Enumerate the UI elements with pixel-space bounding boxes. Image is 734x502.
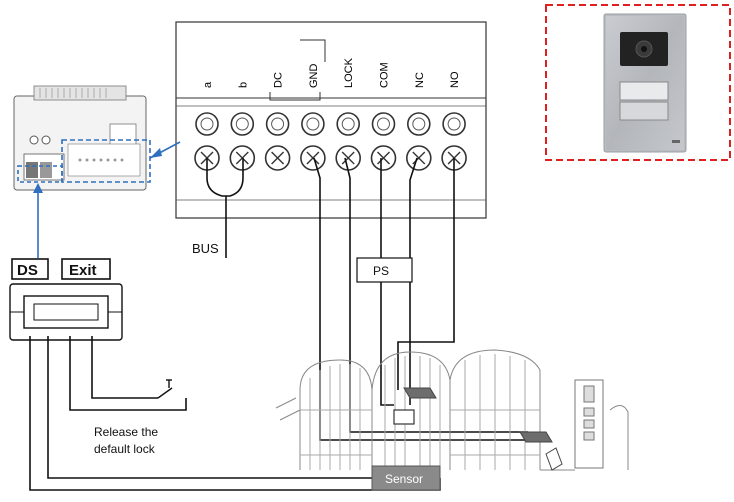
power-supply: PS: [356, 257, 413, 283]
terminal-housing: [175, 21, 487, 219]
ps-label: PS: [373, 264, 389, 278]
lock-wire: [344, 157, 528, 433]
terminal-label-no: NO: [449, 71, 461, 88]
terminal-label-dc: DC: [273, 72, 285, 88]
terminal-block: a b DC GND LOCK COM NC NO: [175, 21, 487, 219]
ds-exit-callout: [17, 165, 63, 183]
terminal-label-b: b: [237, 82, 249, 88]
terminal-socket-inner: [200, 117, 214, 131]
ds-exit-connector: DS Exit: [9, 258, 123, 341]
sensor: Sensor: [371, 465, 441, 491]
exit-label: Exit: [69, 262, 97, 279]
control-module-icon: [13, 85, 147, 191]
latch-icon: [545, 447, 563, 471]
ps-out-wire: [380, 282, 394, 406]
terminal-label-gnd: GND: [308, 64, 320, 89]
exit-wire-1: [91, 336, 158, 399]
screw-slot: [306, 151, 320, 165]
terminal-socket-inner: [271, 117, 285, 131]
push-button-icon: [157, 379, 173, 399]
lock-body-icon: [393, 409, 415, 425]
terminal-label-lock: LOCK: [343, 57, 355, 88]
ps-box: [356, 257, 413, 283]
terminal-label-a: a: [202, 81, 214, 88]
screw-slot: [377, 151, 390, 165]
sensor-wire-1: [47, 336, 372, 479]
bus-wire-b: [226, 158, 244, 197]
release-text-line2: default lock: [94, 442, 156, 456]
lock-icon: [519, 431, 553, 443]
connector-slot: [33, 303, 99, 321]
release-text-line1: Release the: [94, 425, 158, 439]
screw-slot: [271, 151, 285, 165]
gnd-lock-bracket: [300, 39, 326, 62]
no-wire: [397, 158, 455, 390]
terminal-socket-inner: [306, 117, 320, 131]
ds-box: [11, 258, 49, 280]
terminal-socket-inner: [235, 117, 249, 131]
panel-callout: [545, 4, 731, 161]
name-plate: [619, 81, 669, 101]
terminal-socket-inner: [377, 117, 390, 131]
nc-wire: [409, 157, 418, 405]
gnd-wire: [313, 157, 528, 441]
exit-box: [61, 258, 111, 280]
door-station-panel-icon: [603, 13, 687, 153]
exit-wire-2: [69, 336, 187, 411]
wires: [206, 157, 528, 441]
sensor-box: [371, 465, 441, 491]
sensor-label: Sensor: [385, 472, 423, 486]
terminal-callout: [61, 139, 151, 183]
bus-wire-a: [206, 158, 226, 197]
ds-label: DS: [17, 262, 38, 279]
bus-label: BUS: [192, 241, 219, 256]
gate-illustration-icon: [275, 349, 629, 471]
dc-gnd-bracket: [269, 92, 321, 101]
screw-slot: [412, 151, 426, 165]
arrow-icon: [33, 183, 43, 193]
terminal-socket-inner: [341, 117, 355, 131]
terminal-socket-inner: [412, 117, 426, 131]
terminal-label-nc: NC: [414, 72, 426, 88]
screw-slot: [341, 151, 355, 165]
lock-icon: [403, 387, 437, 399]
terminal-socket-inner: [447, 117, 461, 131]
terminal-label-com: COM: [379, 62, 391, 88]
arrow-icon: [150, 148, 162, 158]
call-button: [619, 101, 669, 121]
